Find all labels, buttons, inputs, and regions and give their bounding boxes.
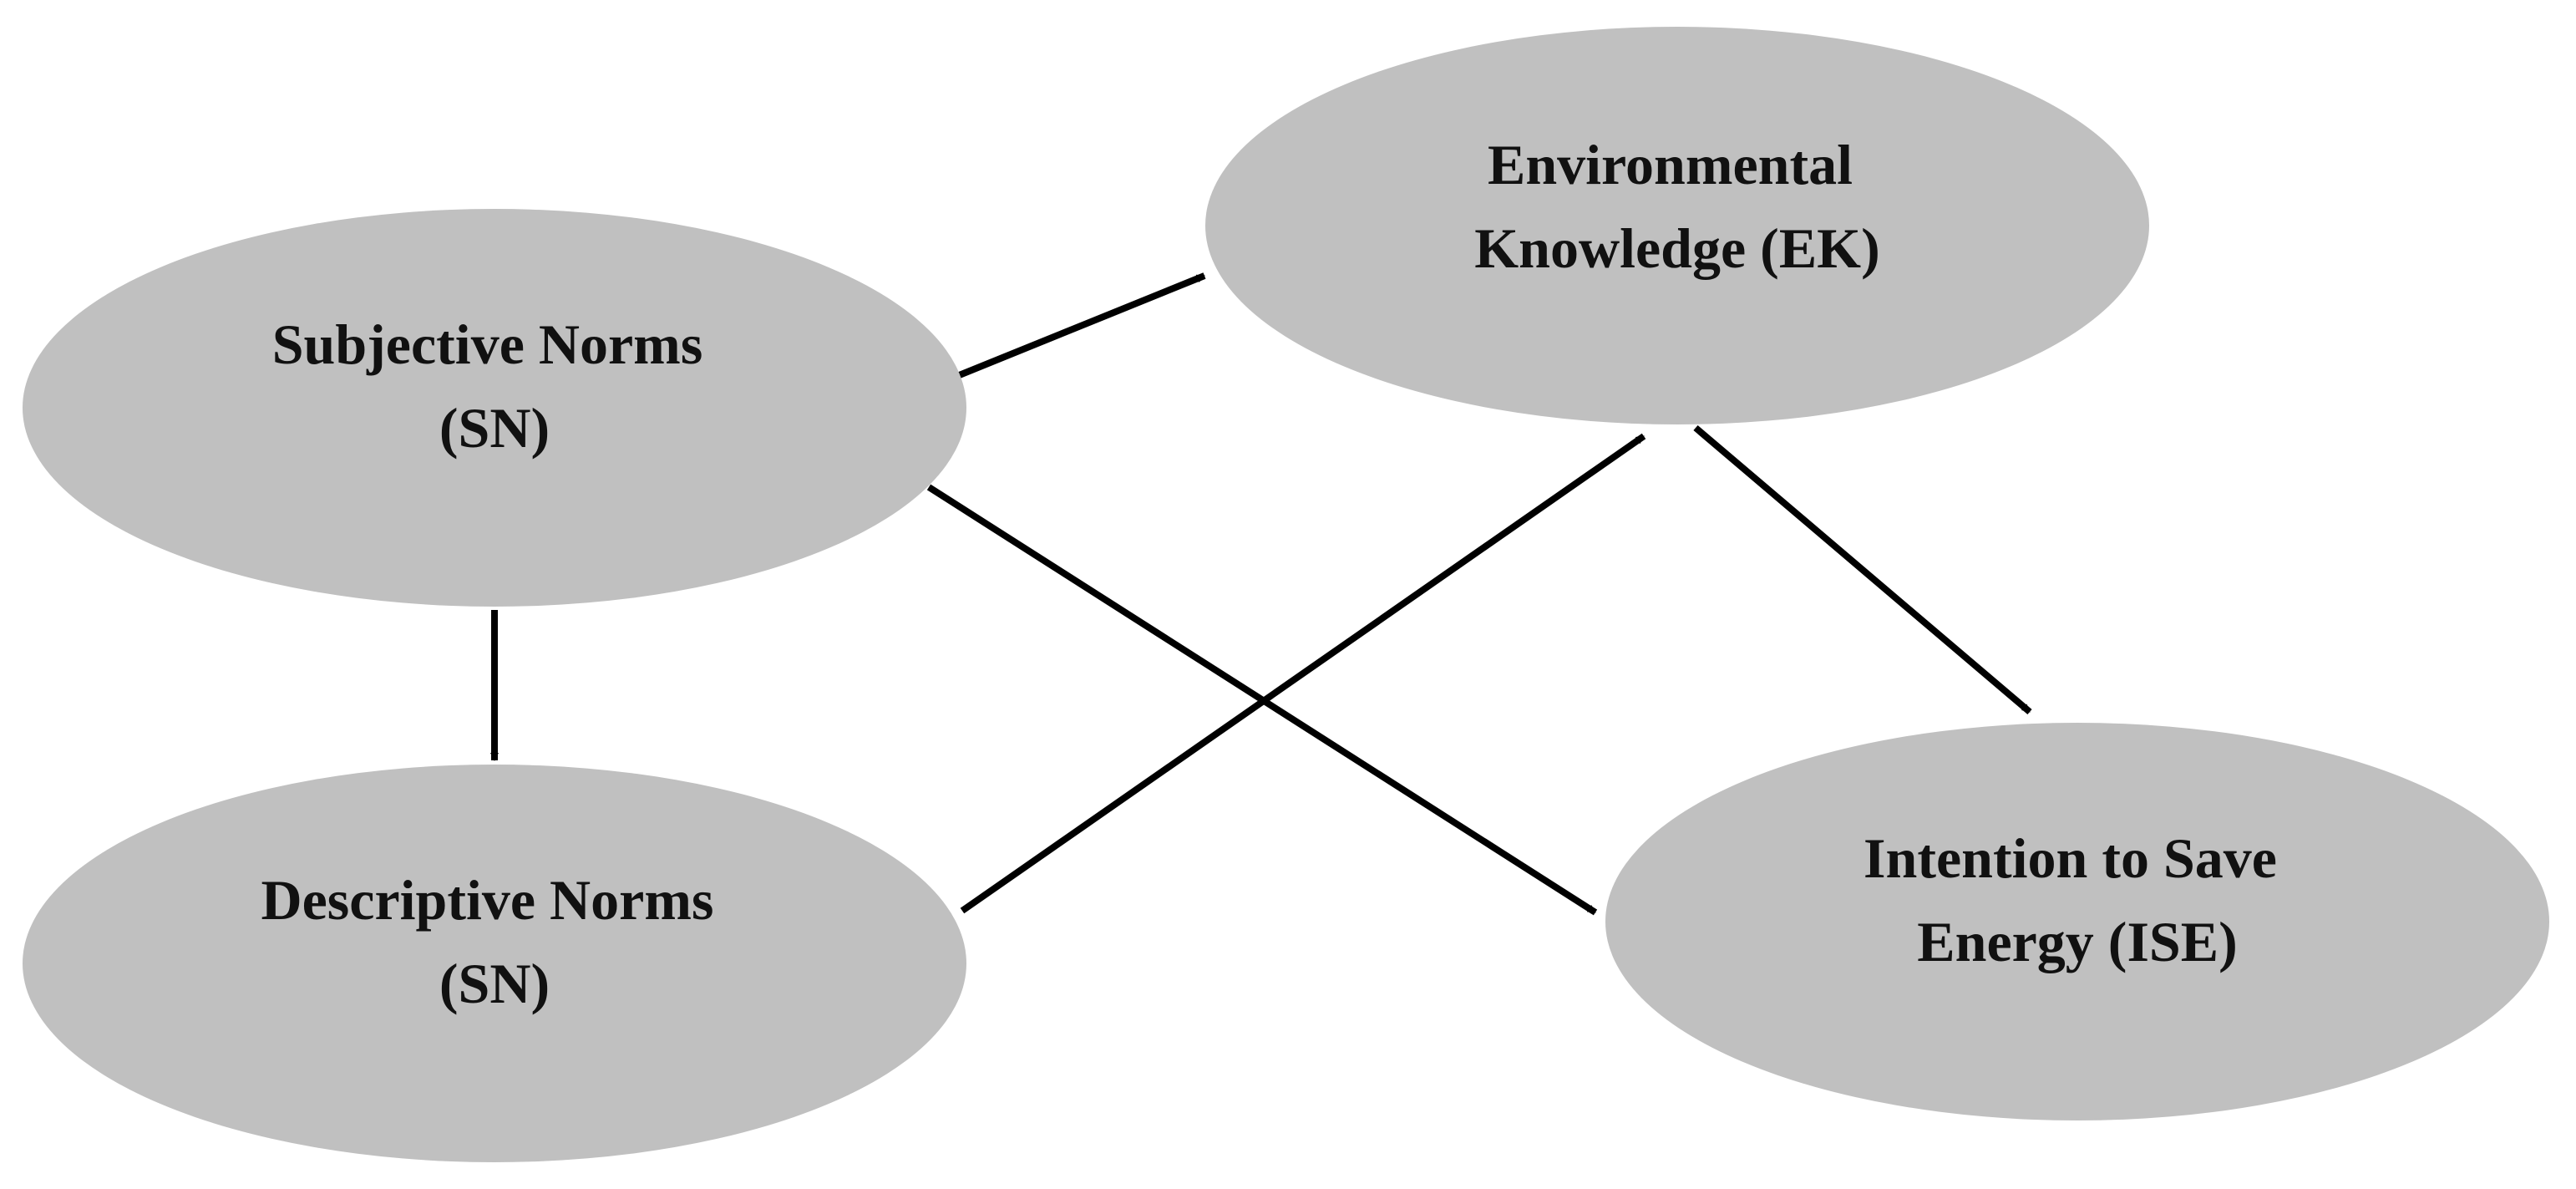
svg-text:Subjective Norms (SN): Subjective Norms (SN) xyxy=(272,312,718,460)
svg-text:Descriptive Norms (SN): Descriptive Norms (SN) xyxy=(261,868,728,1015)
node-ellipse xyxy=(23,765,966,1162)
node-ellipse xyxy=(1605,723,2549,1120)
node-label-line: Knowledge (EK) xyxy=(1474,216,1879,280)
node-descriptive-norms: Descriptive Norms (SN) xyxy=(23,765,966,1162)
node-label-line: (SN) xyxy=(439,396,550,460)
node-environmental-knowledge: Environmental Knowledge (EK) xyxy=(1205,27,2149,424)
node-label-line: (SN) xyxy=(439,952,550,1015)
node-label-line: Energy (ISE) xyxy=(1917,910,2237,973)
svg-text:Environmental Knowledge: Environmental Knowledge (EK) xyxy=(1474,133,1879,280)
node-ellipse xyxy=(23,209,966,607)
edge-sn-to-ek xyxy=(956,272,1206,379)
node-label-line: Intention to Save xyxy=(1864,826,2277,890)
edge-dn-to-ek xyxy=(960,433,1646,914)
node-label-line: Environmental xyxy=(1488,133,1853,196)
node-label-line: Descriptive Norms xyxy=(261,868,714,932)
node-subjective-norms: Subjective Norms (SN) xyxy=(23,209,966,607)
node-label-line: Subjective Norms xyxy=(272,312,703,376)
node-ellipse xyxy=(1205,27,2149,424)
svg-text:Intention to Save Energy: Intention to Save Energy (ISE) xyxy=(1864,826,2291,973)
node-intention-to-save-energy: Intention to Save Energy (ISE) xyxy=(1605,723,2549,1120)
edges xyxy=(490,272,2032,916)
edge-ek-to-ise xyxy=(1693,424,2032,715)
